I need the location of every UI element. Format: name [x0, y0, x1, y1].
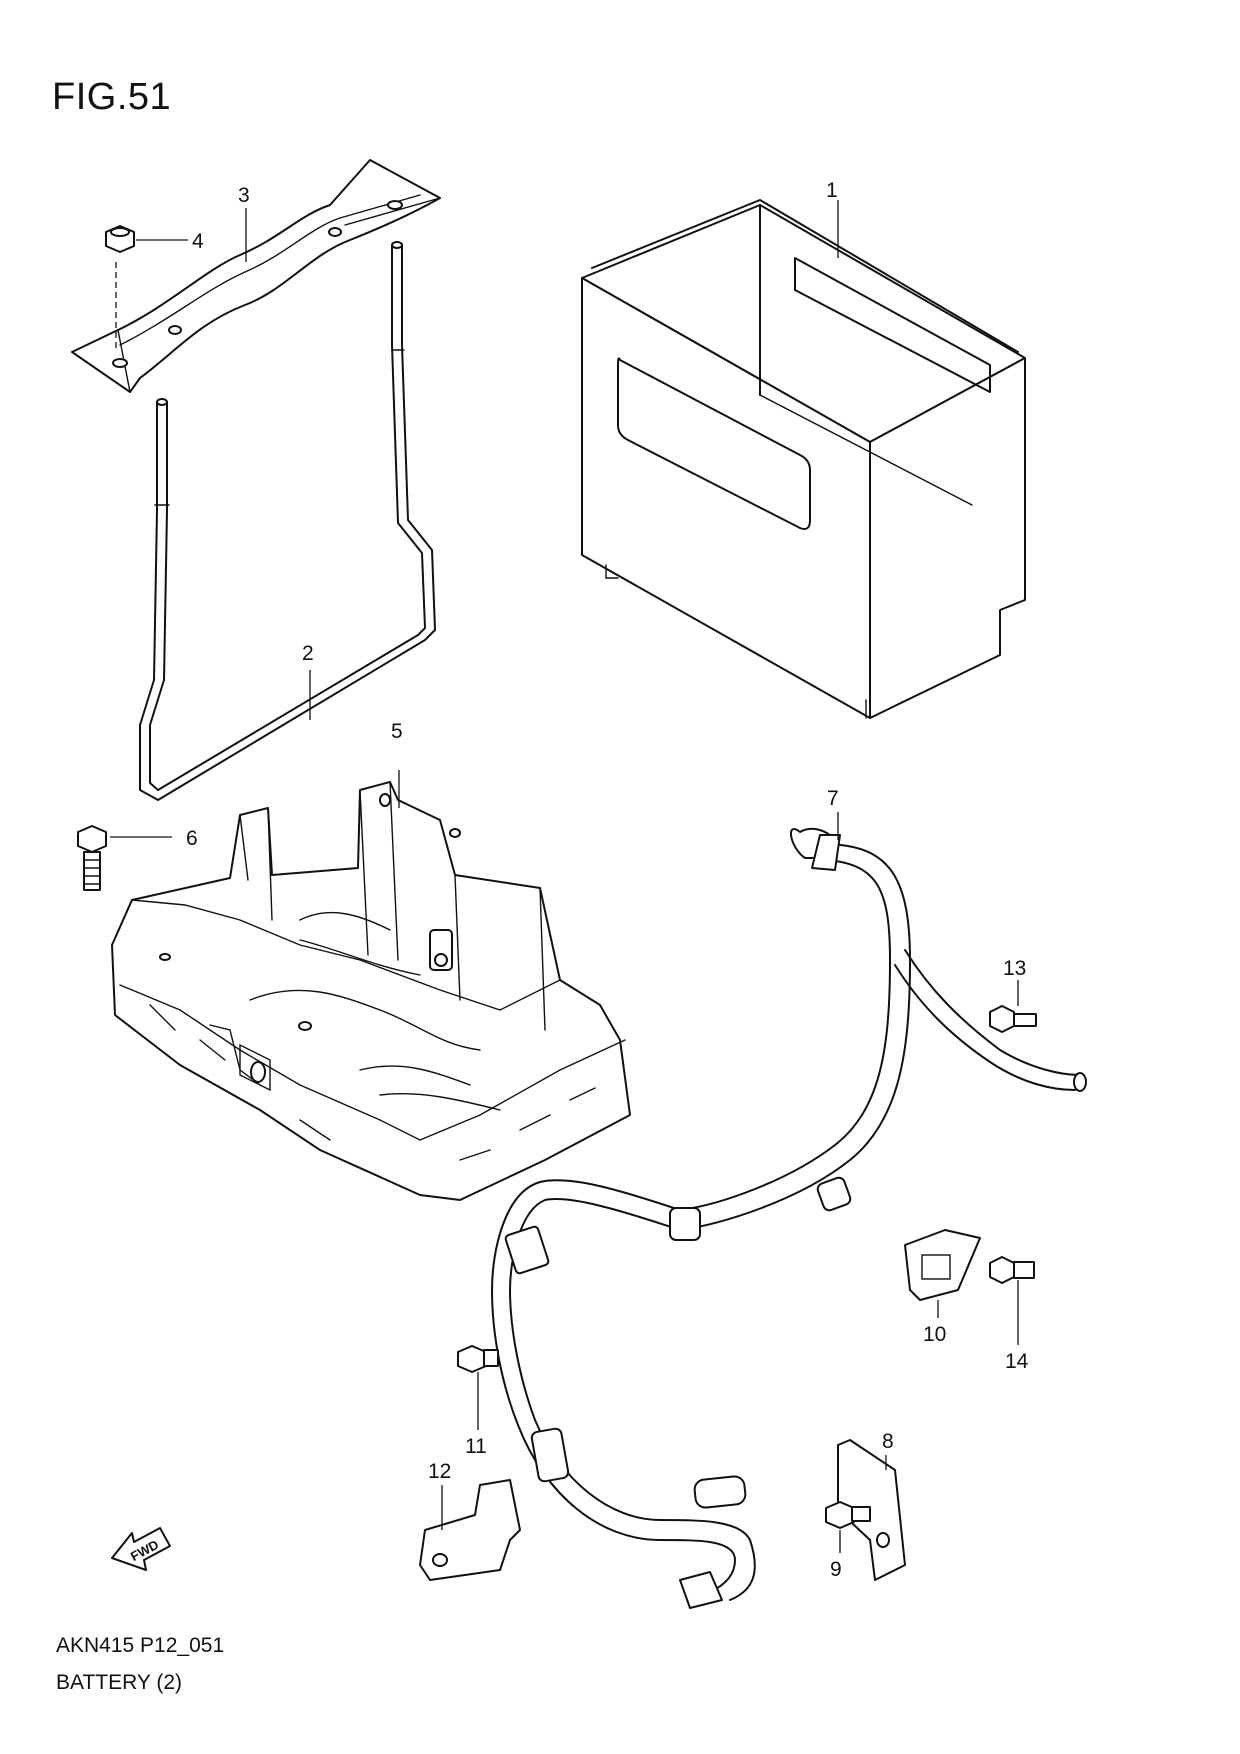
part-bolt-14: [989, 1256, 1035, 1345]
callout-labels: 1 2 3 4 5 6 7 8 9 10 11 12 13 14: [186, 179, 1029, 1581]
fwd-direction-arrow: FWD: [111, 1527, 171, 1571]
callout-4: 4: [192, 230, 204, 253]
callout-3: 3: [238, 184, 250, 207]
callout-13: 13: [1003, 957, 1026, 980]
callout-1: 1: [826, 179, 838, 202]
diagram-name: BATTERY (2): [56, 1671, 183, 1694]
part-bolt-11: [457, 1345, 499, 1430]
callout-2: 2: [302, 642, 314, 665]
part-hold-rod: [139, 241, 436, 801]
figure-title: FIG.51: [52, 76, 172, 118]
leader-lines: [245, 200, 839, 840]
callout-6: 6: [186, 827, 198, 850]
part-bolt-13: [989, 980, 1037, 1033]
part-clamp-10: [904, 1229, 981, 1318]
diagram-code: AKN415 P12_051: [56, 1634, 225, 1657]
callout-7: 7: [827, 787, 839, 810]
callout-11: 11: [465, 1435, 487, 1458]
part-bracket-12: [419, 1479, 521, 1581]
callout-8: 8: [882, 1430, 894, 1453]
part-battery-cable: [491, 827, 1087, 1609]
part-nut: [105, 225, 188, 253]
part-bolt-6: [77, 825, 172, 891]
callout-12: 12: [428, 1460, 451, 1483]
part-battery-tray: [111, 781, 631, 1201]
part-battery-holder: [71, 159, 441, 393]
callout-10: 10: [923, 1323, 946, 1346]
callout-9: 9: [830, 1558, 842, 1581]
part-bolt-9: [825, 1501, 871, 1553]
part-battery-box: [581, 199, 1026, 719]
callout-14: 14: [1005, 1350, 1029, 1373]
callout-5: 5: [391, 720, 403, 743]
